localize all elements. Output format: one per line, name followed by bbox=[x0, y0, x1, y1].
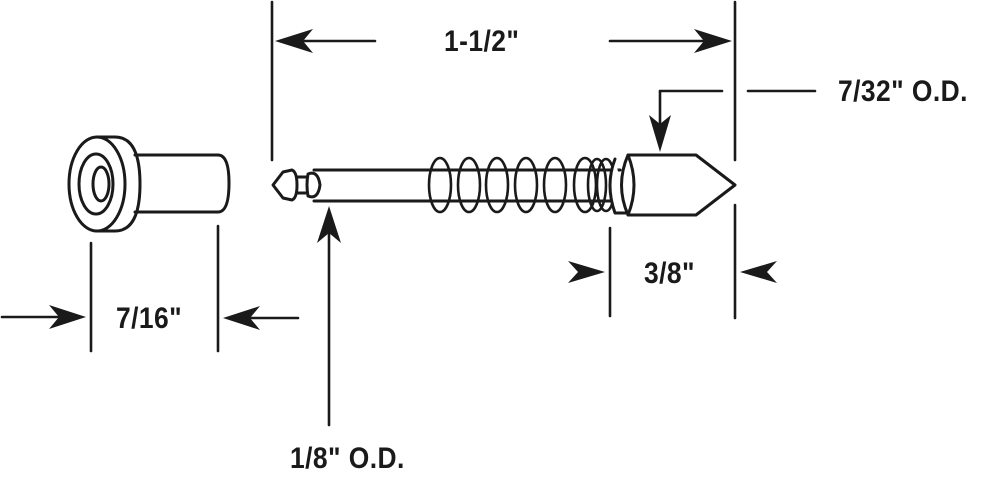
pin bbox=[271, 153, 737, 217]
coil-spring bbox=[427, 156, 617, 214]
bushing-length-label: 7/16" bbox=[116, 302, 183, 335]
arrowheads bbox=[49, 29, 777, 330]
shaft-diameter-label: 1/8" O.D. bbox=[290, 442, 405, 475]
tip-diameter-label: 7/32" O.D. bbox=[838, 75, 968, 108]
overall-length-label: 1-1/2" bbox=[444, 25, 520, 58]
tip-length-label: 3/8" bbox=[644, 257, 695, 290]
bushing bbox=[67, 135, 231, 233]
